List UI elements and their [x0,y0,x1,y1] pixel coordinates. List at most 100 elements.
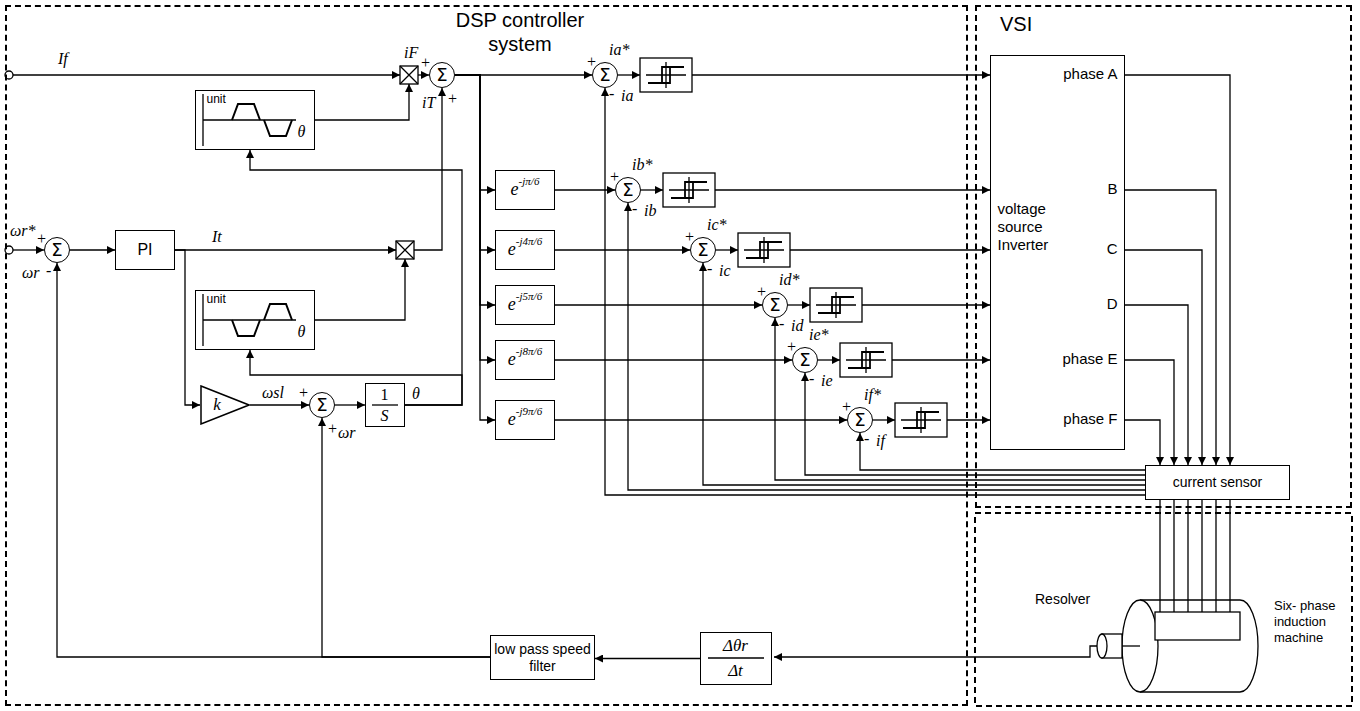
differentiator-block: ΔθrΔt [700,632,772,685]
block-label: PI [137,240,152,259]
signal-label: ib* [632,156,652,174]
signal-connector [595,658,700,659]
block-label: e [508,409,516,431]
phase-wire [1125,360,1174,465]
block-text: θ [298,122,312,141]
hysteresis-comparator [846,347,886,373]
signal-label: ia [621,87,633,105]
block-text: S [365,406,405,425]
gain-triangle [201,386,249,424]
hysteresis-comparator [873,419,895,420]
unit-waveform [232,304,292,336]
multiplier-symbol [396,66,418,259]
signal-label: - [707,260,712,278]
summing-junction: Σ [44,237,70,263]
signal-label: It [212,228,222,246]
signal-label: - [609,85,614,103]
signal-connector [335,404,365,405]
signal-wire [13,74,400,75]
block-text: C [1060,240,1118,258]
induction-machine [1160,500,1230,612]
signal-connector [555,249,690,250]
fraction-bar [372,404,398,405]
inverter-region: VSIphase ABCDphase Ephase Fvoltage sourc… [975,5,1352,508]
hysteresis-comparator [818,297,854,313]
hysteresis-comparator [901,407,941,433]
fraction-bar [708,657,764,658]
phase-wire [1125,75,1230,465]
block-label: Σ [436,64,447,86]
fraction-bar [372,405,764,658]
unit-waveform [232,104,292,136]
block-label: e [508,294,516,316]
multiplier-symbol [396,241,414,259]
signal-label: iF [404,44,418,62]
block-text: phase F [1060,410,1118,428]
signal-connector [555,304,762,305]
signal-connector [555,189,615,190]
block-text: voltage source Inverter [998,200,1058,254]
signal-connector [455,75,495,420]
signal-label: - [809,370,814,388]
signal-connector [455,75,495,305]
phase-wire [1125,305,1188,465]
hysteresis-comparator [862,304,990,305]
signal-label: ib [644,202,656,220]
phase-shift-block: e-j9π/6 [495,400,555,441]
signal-label: + [420,54,431,72]
signal-wire [13,75,442,320]
hysteresis-comparator [648,67,684,83]
signal-connector [555,419,847,420]
phase-shift-block: e-j8π/6 [495,340,555,381]
signal-label: id* [779,271,799,289]
controller-region: DSP controller systemunitθΣΣΣPIe-jπ/6e-j… [5,5,968,706]
signal-connector [250,350,462,405]
block-label: Σ [854,409,865,431]
signal-label: - [779,315,784,333]
summing-junction: Σ [429,62,455,88]
block-label: e [511,179,519,201]
signal-label: ie [821,372,833,390]
signal-label: + [447,90,458,108]
phase-wire [1125,250,1202,465]
signal-label: + [841,398,852,416]
hysteresis-comparator [810,288,862,322]
multiplier-symbol [396,241,414,259]
phase-wire [1125,420,1160,465]
hysteresis-comparator [818,359,840,360]
hysteresis-comparator [671,182,707,198]
hysteresis-comparator [738,233,790,267]
signal-label: ωr [22,264,40,282]
induction-machine [1122,500,1258,692]
signal-label: + [684,228,695,246]
signal-connector [775,318,1145,480]
signal-connector [322,418,490,657]
block-text: phase A [1060,65,1118,83]
block-text: phase E [1060,350,1118,368]
block-text: Δt [700,661,772,681]
resolver [1122,645,1140,646]
phase-shift-block: e-j5π/6 [495,285,555,326]
block-text: Δθr [700,636,772,656]
unit-waveform [203,94,296,346]
signal-connector [455,75,495,190]
signal-connector [250,404,309,405]
signal-connector [703,263,1145,485]
phase-wire [1125,75,1230,465]
signal-wire [315,84,409,120]
gain-block: k [200,385,250,425]
phase-shift-block: e-j4π/6 [495,230,555,271]
part-label: Resolver [1035,590,1090,608]
block-text: B [1060,180,1118,198]
signal-label: ie* [809,326,829,344]
block-label: current sensor [1173,474,1262,491]
signal-label: ic [719,262,731,280]
block-label: -j8π/6 [516,345,542,358]
multiplier-symbol [400,66,418,84]
signal-label: ωr* [10,222,36,240]
hysteresis-comparator [641,189,663,190]
signal-label: ia* [609,41,629,59]
signal-label: - [46,262,51,280]
